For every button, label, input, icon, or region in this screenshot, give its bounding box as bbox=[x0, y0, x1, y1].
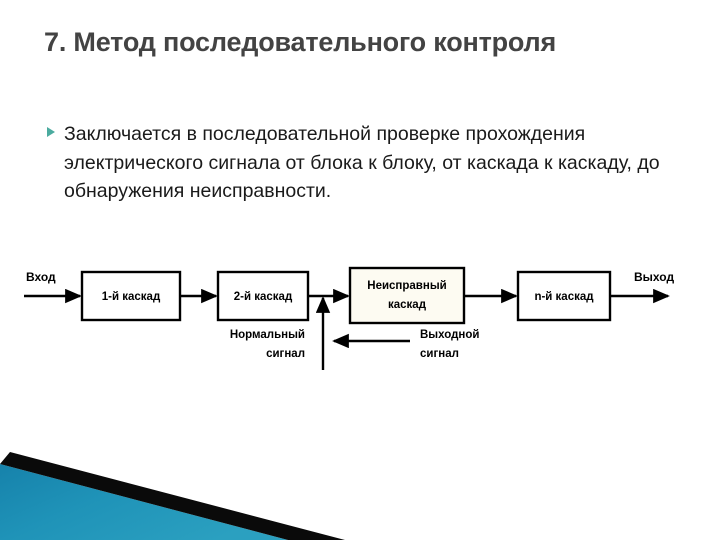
diagram-signal-normal-line1: Нормальный bbox=[230, 329, 305, 341]
diagram-block-2-label: 2-й каскад bbox=[234, 291, 293, 303]
block-diagram: Вход 1-й каскад 2-й каскад Неисправный к… bbox=[0, 258, 720, 388]
diagram-signal-output-line1: Выходной bbox=[420, 329, 479, 341]
diagram-block-n bbox=[516, 270, 612, 322]
diagram-signal-normal-line2: сигнал bbox=[266, 348, 305, 360]
diagram-block-faulty-label-line2: каскад bbox=[388, 299, 427, 311]
diagram-block-n-label: n-й каскад bbox=[534, 291, 594, 303]
bullet-list-item: Заключается в последовательной проверке … bbox=[44, 120, 684, 206]
corner-decoration bbox=[0, 430, 400, 540]
triangle-right-icon bbox=[44, 127, 58, 137]
deco-teal-wedge bbox=[0, 464, 288, 540]
page-title: 7. Метод последовательного контроля bbox=[44, 27, 557, 57]
diagram-signal-output-line2: сигнал bbox=[420, 348, 459, 360]
diagram-block-faulty bbox=[348, 266, 466, 325]
diagram-output-label: Выход bbox=[634, 270, 674, 284]
bullet-item-text: Заключается в последовательной проверке … bbox=[64, 123, 660, 202]
deco-black-stripe bbox=[0, 452, 345, 540]
diagram-input-label: Вход bbox=[26, 270, 56, 284]
diagram-block-1-label: 1-й каскад bbox=[102, 291, 161, 303]
diagram-block-faulty-label-line1: Неисправный bbox=[367, 280, 446, 292]
